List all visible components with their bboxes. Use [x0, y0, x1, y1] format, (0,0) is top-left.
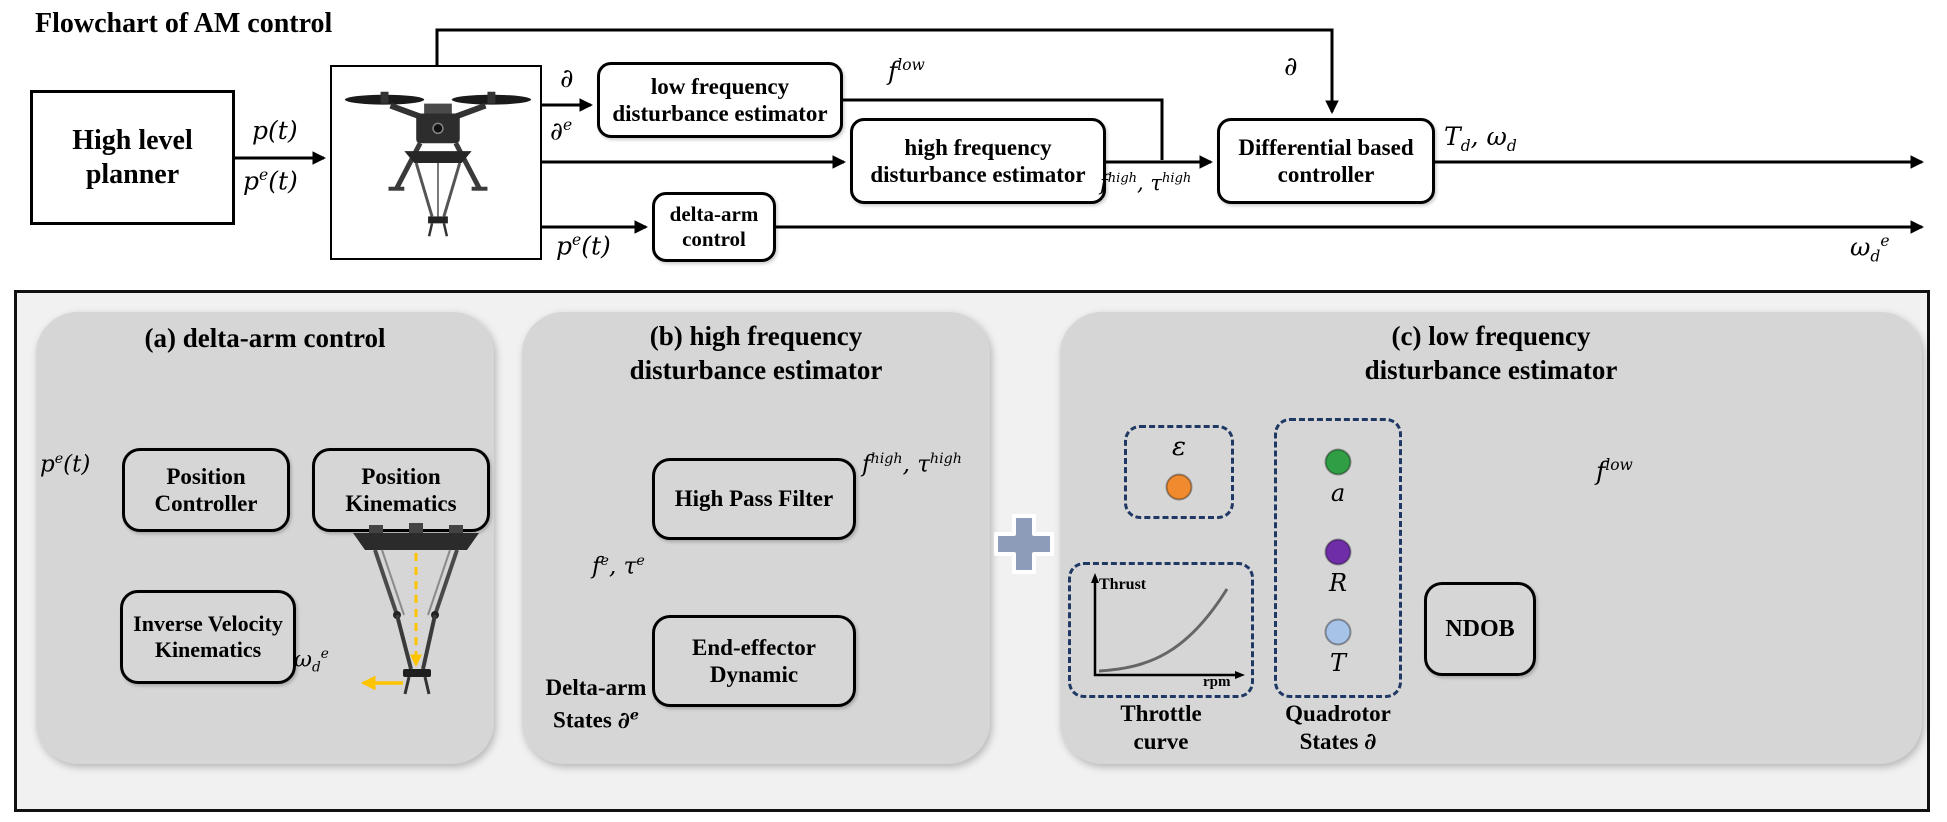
rotation-node: [1324, 538, 1352, 566]
frame: [388, 102, 488, 191]
thrust-axis-label: Thrust: [1099, 576, 1147, 593]
label-wde-output: ωde: [1850, 232, 1890, 266]
ndob-label: NDOB: [1445, 615, 1515, 642]
high-pass-filter-box: High Pass Filter: [652, 458, 856, 540]
delta-arm-control-box: delta-arm control: [652, 192, 776, 262]
lowfreq-line1: low frequency: [650, 73, 790, 99]
label-pe-t-arm: pe(t): [556, 231, 611, 261]
thrust-node: [1324, 618, 1352, 646]
label-partial-e: ∂e: [550, 116, 573, 146]
motion-arrows-yellow: [360, 553, 423, 691]
delta-arm-states-line2: States ∂e: [553, 706, 639, 734]
epsilon-node: [1165, 473, 1193, 501]
throttle-curve-dashed-box: Thrust rpm: [1068, 562, 1254, 698]
poskin-line1: Position: [361, 463, 441, 489]
throttle-curve-label-line2: curve: [1133, 729, 1189, 754]
low-freq-estimator-box: low frequency disturbance estimator: [597, 62, 843, 138]
quadrotor-states-label-line1: Quadrotor: [1285, 701, 1391, 726]
ndob-box: NDOB: [1424, 582, 1536, 676]
label-p-t: p(t): [252, 116, 298, 145]
lowfreq-line2: disturbance estimator: [612, 101, 828, 126]
rotation-label: R: [1328, 569, 1348, 597]
label-pe-t-panel-a: pe(t): [40, 451, 91, 478]
rotors: [344, 91, 531, 105]
rpm-axis-label: rpm: [1203, 674, 1231, 690]
delta-arm-under-drone: [404, 151, 472, 237]
accel-node: [1324, 448, 1352, 476]
label-f-low-top: flow: [888, 56, 925, 86]
thrust-state-label: T: [1329, 649, 1346, 677]
ee-line2: Dynamic: [709, 662, 799, 687]
position-controller-box: Position Controller: [122, 448, 290, 532]
inverse-velocity-kinematics-box: Inverse Velocity Kinematics: [120, 590, 296, 684]
ee-line1: End-effector: [692, 634, 816, 660]
label-wde-panel-a: ωde: [294, 646, 329, 676]
plus-icon: [994, 514, 1054, 574]
aerial-manipulator-image: [330, 65, 542, 260]
label-Td-wd: Td, ωd: [1444, 122, 1517, 155]
accel-label: a: [1330, 479, 1346, 507]
ivk-line1: Inverse Velocity: [133, 611, 283, 637]
throttle-curve-label-line1: Throttle: [1120, 701, 1202, 726]
highfreq-line2: disturbance estimator: [870, 162, 1086, 187]
quadrotor-states-label-line2: States ∂: [1299, 728, 1377, 755]
highfreq-line1: high frequency: [904, 134, 1052, 160]
deltactl-line1: delta-arm: [669, 202, 759, 227]
quadrotor-states-dashed-box: a R T: [1274, 418, 1402, 698]
label-fe-taue: fe, τe: [592, 553, 645, 580]
throttle-curve-chart: [1091, 573, 1245, 679]
panel-b-title-line2: disturbance estimator: [629, 355, 883, 385]
ivk-line2: Kinematics: [154, 637, 262, 662]
panel-a-title: (a) delta-arm control: [144, 323, 386, 353]
delta-arm-states-line1: Delta-arm: [545, 675, 647, 700]
epsilon-label: ε: [1172, 432, 1186, 462]
controller-line1: Differential based: [1238, 134, 1414, 160]
differential-controller-box: Differential based controller: [1217, 118, 1435, 204]
controller-line2: controller: [1277, 162, 1375, 187]
label-pe-t-input: pe(t): [243, 166, 298, 196]
position-kinematics-box: Position Kinematics: [312, 448, 490, 532]
deltactl-line2: control: [682, 227, 746, 251]
label-f-low-panel-c: flow: [1596, 456, 1633, 486]
label-partial-top: ∂: [560, 64, 574, 94]
delta-arm-image: [353, 523, 479, 695]
planner-line2: planner: [85, 158, 180, 190]
poskin-line2: Kinematics: [345, 491, 457, 516]
panel-c-low-freq-estimator: [1060, 312, 1922, 764]
high-freq-estimator-box: high frequency disturbance estimator: [850, 118, 1106, 204]
panel-b-title-line1: (b) high frequency: [649, 321, 863, 351]
high-level-planner-box: High level planner: [30, 90, 235, 225]
panel-c-title-line2: disturbance estimator: [1364, 355, 1618, 385]
figure-title: Flowchart of AM control: [35, 8, 333, 39]
epsilon-dashed-box: ε: [1124, 425, 1234, 519]
delta-arm-structure: [353, 523, 479, 695]
end-effector-dynamic-box: End-effector Dynamic: [652, 615, 856, 707]
label-fhigh-tauhigh-top: fhigh, τhigh: [1100, 171, 1192, 195]
label-fhigh-tauhigh-panel-b: fhigh, τhigh: [862, 451, 962, 478]
quadrotor-drawing: [344, 91, 531, 237]
posctrl-line2: Controller: [154, 491, 258, 516]
posctrl-line1: Position: [166, 463, 246, 489]
label-partial-controller: ∂: [1284, 52, 1298, 82]
panel-c-title-line1: (c) low frequency: [1391, 321, 1591, 351]
hpf-label: High Pass Filter: [674, 486, 834, 512]
planner-line1: High level: [72, 125, 193, 157]
